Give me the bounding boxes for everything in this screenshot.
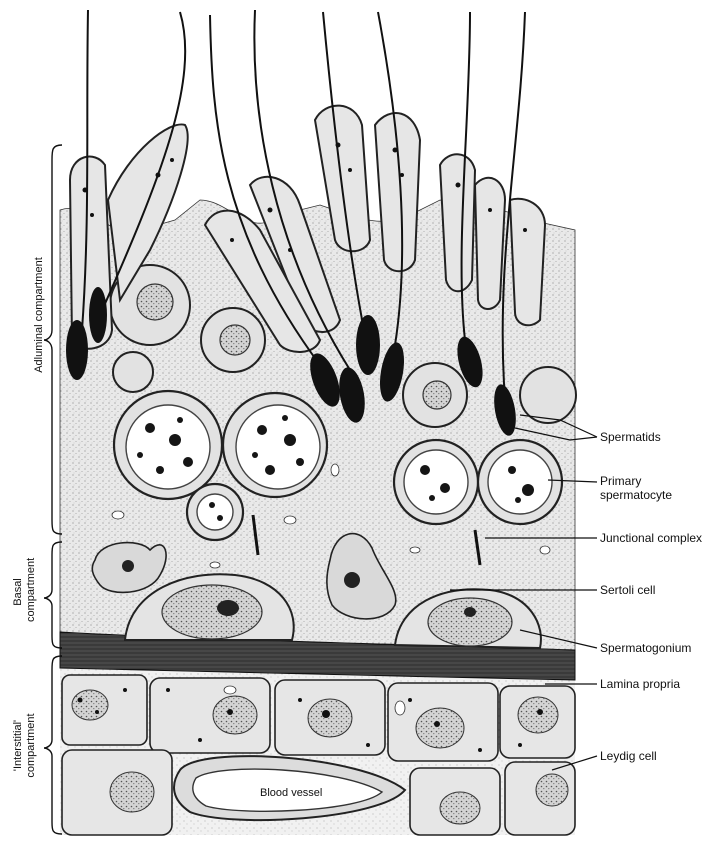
spermatids-label: Spermatids (600, 430, 661, 444)
primary-spermatocyte-label: Primary spermatocyte (600, 474, 672, 502)
sertoli-cell-label: Sertoli cell (600, 583, 655, 597)
leydig-cell-label: Leydig cell (600, 749, 657, 763)
interstitial-bracket (44, 656, 62, 834)
spermatogonium-label: Spermatogonium (600, 641, 691, 655)
basal-bracket (44, 542, 62, 648)
adluminal-compartment-label: Adluminal compartment (33, 230, 46, 400)
basal-compartment-label: Basal compartment (12, 562, 38, 622)
lamina-propria-label: Lamina propria (600, 677, 680, 691)
interstitial-compartment-label: 'Interstitial' compartment (12, 703, 38, 788)
blood-vessel-label: Blood vessel (260, 786, 322, 800)
compartment-brackets (44, 145, 62, 834)
adluminal-bracket (44, 145, 62, 534)
junctional-complex-label: Junctional complex (600, 531, 702, 545)
